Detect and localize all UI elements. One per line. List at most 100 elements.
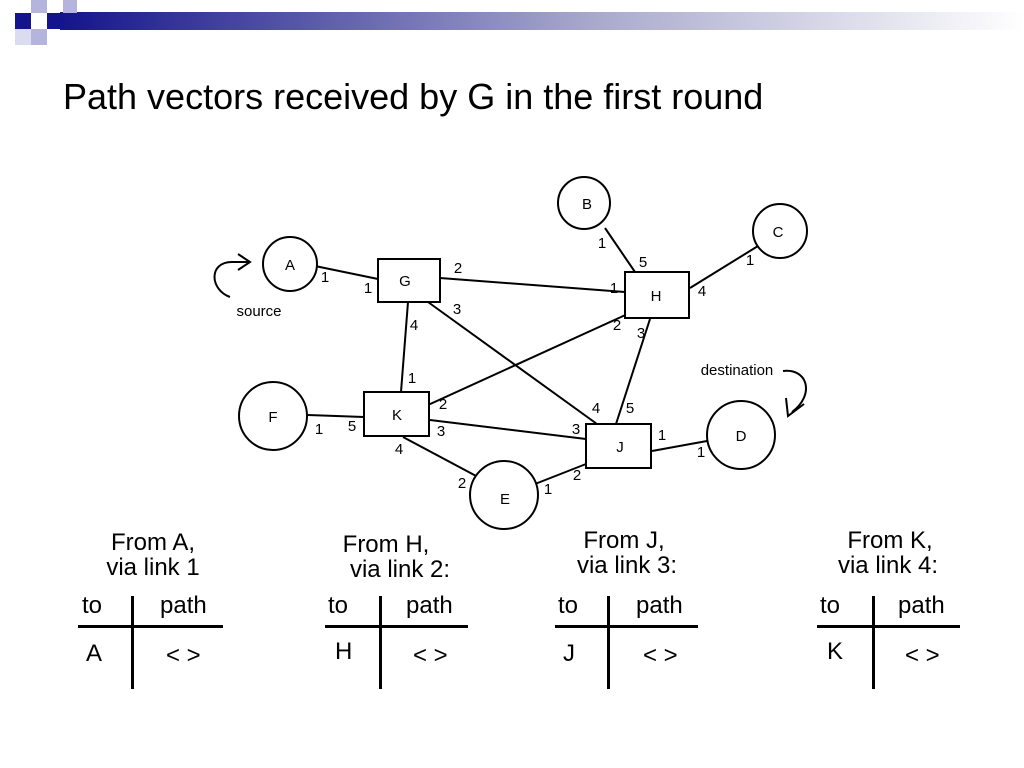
edge-A-G: [314, 265, 379, 280]
node-G: [377, 258, 441, 303]
table-rule: [325, 625, 468, 628]
gradient-bar: [60, 12, 1024, 30]
column-header-path: path: [160, 592, 207, 619]
edge-G-H: [439, 277, 626, 293]
column-header-to: to: [82, 592, 103, 619]
edge-K-E: [402, 436, 479, 478]
column-header-path: path: [898, 592, 945, 619]
port-label: 3: [453, 301, 461, 318]
column-header-to: to: [558, 592, 579, 619]
column-header-path: path: [636, 592, 683, 619]
node-label-E: E: [500, 491, 510, 508]
table-header-line1: From K,: [847, 527, 933, 554]
row-path-value: < >: [413, 642, 448, 669]
table-rule: [555, 625, 698, 628]
node-C: [752, 203, 808, 259]
port-label: 3: [572, 421, 580, 438]
table-header-line2: via link 3:: [576, 552, 678, 579]
port-label: 1: [610, 280, 618, 297]
node-F: [238, 381, 308, 451]
port-label: 1: [746, 252, 754, 269]
table-divider: [872, 596, 875, 689]
deco-square: [31, 29, 47, 45]
header-decoration: [15, 0, 1024, 45]
row-path-value: < >: [905, 642, 940, 669]
edge-F-K: [307, 414, 365, 418]
column-header-to: to: [328, 592, 349, 619]
source-annotation: source: [236, 303, 281, 320]
node-K: [363, 391, 430, 437]
row-path-value: < >: [643, 642, 678, 669]
node-J: [585, 423, 652, 469]
port-label: 1: [598, 235, 606, 252]
edge-H-J: [615, 318, 651, 425]
deco-square: [47, 13, 63, 29]
table-rule: [78, 625, 223, 628]
port-label: 1: [315, 421, 323, 438]
port-label: 2: [458, 475, 466, 492]
table-divider: [607, 596, 610, 689]
path-vector-table-from-J: From J, via link 3: to path J < >: [555, 526, 705, 691]
row-to-value: A: [86, 640, 103, 667]
column-header-to: to: [820, 592, 841, 619]
table-header-line1: From J,: [583, 527, 665, 554]
path-vector-table-from-A: From A, via link 1 to path A < >: [78, 528, 228, 693]
table-header-line2: via link 1: [106, 554, 200, 581]
port-label: 1: [408, 370, 416, 387]
node-label-F: F: [268, 409, 277, 426]
edge-B-H: [604, 227, 636, 273]
node-label-K: K: [392, 407, 402, 424]
node-label-G: G: [399, 273, 411, 290]
destination-arrowhead: [785, 397, 805, 418]
node-D: [706, 400, 776, 470]
node-label-J: J: [616, 439, 624, 456]
node-label-D: D: [736, 428, 747, 445]
node-E: [469, 460, 539, 530]
row-path-value: < >: [166, 642, 201, 669]
edge-G-J: [427, 301, 598, 425]
edge-J-D: [651, 440, 708, 452]
port-label: 1: [364, 280, 372, 297]
node-H: [624, 271, 690, 319]
port-label: 1: [544, 481, 552, 498]
port-label: 1: [321, 269, 329, 286]
port-label: 5: [626, 400, 634, 417]
port-label: 4: [592, 400, 600, 417]
path-vector-table-from-K: From K, via link 4: to path K < >: [817, 526, 967, 691]
node-A: [262, 236, 318, 292]
port-label: 3: [437, 423, 445, 440]
source-arrow: [213, 261, 250, 298]
slide-title: Path vectors received by G in the first …: [63, 76, 764, 117]
deco-square: [15, 13, 31, 29]
port-label: 4: [395, 441, 403, 458]
deco-square: [63, 0, 77, 13]
edge-G-K: [400, 301, 409, 393]
deco-square: [31, 0, 47, 13]
port-label: 2: [439, 396, 447, 413]
table-header-line2: via link 4:: [837, 552, 939, 579]
edge-H-K: [427, 311, 633, 406]
port-label: 4: [410, 317, 418, 334]
row-to-value: J: [563, 640, 575, 667]
deco-square: [15, 29, 31, 45]
port-label: 2: [454, 260, 462, 277]
node-B: [557, 176, 611, 230]
edge-E-J: [534, 463, 587, 485]
node-label-C: C: [773, 224, 784, 241]
row-to-value: H: [335, 638, 353, 665]
table-header-line1: From H,: [342, 531, 430, 558]
table-header-line1: From A,: [110, 529, 195, 556]
port-label: 5: [348, 418, 356, 435]
source-arrowhead: [237, 253, 252, 271]
row-to-value: K: [827, 638, 844, 665]
port-label: 1: [697, 444, 705, 461]
table-rule: [817, 625, 960, 628]
edge-C-H: [689, 245, 759, 289]
column-header-path: path: [406, 592, 453, 619]
port-label: 4: [698, 283, 706, 300]
edge-K-J: [429, 419, 587, 440]
destination-annotation: destination: [701, 362, 774, 379]
table-divider: [131, 596, 134, 689]
node-label-A: A: [285, 257, 295, 274]
